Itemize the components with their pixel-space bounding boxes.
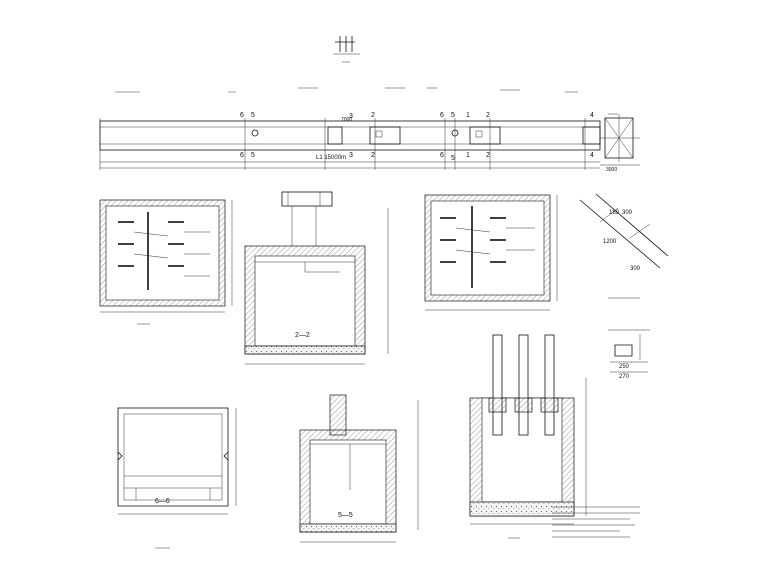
section-pipes xyxy=(469,334,587,539)
mark-3-bot: 3 xyxy=(349,152,353,159)
mark-6-bot: 6 xyxy=(240,152,244,159)
mark-4-top: 4 xyxy=(590,112,594,119)
mark-6-bot-b: 6 xyxy=(440,152,444,159)
mark-6-top: 6 xyxy=(240,112,244,119)
section-right-top xyxy=(424,194,558,311)
section-5-5: 5—5 xyxy=(299,394,419,543)
mark-2-bot-b: 2 xyxy=(486,152,490,159)
mark-2-top: 2 xyxy=(371,112,375,119)
section-5-5-title: 5—5 xyxy=(338,512,353,519)
mark-5-top-b: 5 xyxy=(451,112,455,119)
detail-diagonal: 180 300 1200 300 xyxy=(579,193,669,299)
section-2-2-title: 2—2 xyxy=(295,332,310,339)
plan-dim-7000: 7000 xyxy=(341,117,352,123)
detail-dim-300: 300 xyxy=(622,210,633,216)
mark-4-bot: 4 xyxy=(590,152,594,159)
mark-5-bot-b: 5 xyxy=(451,155,455,162)
mark-5-bot: 5 xyxy=(251,152,255,159)
plan-view: 6 5 3 2 6 5 1 2 4 6 5 3 2 6 5 1 2 4 7000… xyxy=(99,87,640,173)
plan-length-label: L1 15000m xyxy=(316,155,346,161)
section-2-2: 2—2 xyxy=(244,191,389,365)
detail-dim-180: 180 xyxy=(609,210,620,216)
mark-1-bot: 1 xyxy=(466,152,470,159)
mark-1-top: 1 xyxy=(466,112,470,119)
detail-dim-250: 250 xyxy=(619,364,630,370)
notes-block xyxy=(552,506,640,538)
detail-dim-1200: 1200 xyxy=(603,239,617,245)
detail-dim-300-b: 300 xyxy=(630,266,641,272)
section-6-6-title: 6—6 xyxy=(155,498,170,505)
detail-dim-270: 270 xyxy=(619,374,630,380)
mark-3-top: 3 xyxy=(349,113,353,120)
plan-right-dim: 3000 xyxy=(606,167,617,173)
section-6-6: 6—6 xyxy=(117,407,237,549)
mark-2-bot: 2 xyxy=(371,152,375,159)
mark-5-top: 5 xyxy=(251,112,255,119)
detail-bar-profile: 250 270 xyxy=(608,329,650,380)
mark-2-top-b: 2 xyxy=(486,112,490,119)
section-left-top xyxy=(99,199,233,325)
mark-6-top-b: 6 xyxy=(440,112,444,119)
top-title-symbol xyxy=(333,36,360,63)
